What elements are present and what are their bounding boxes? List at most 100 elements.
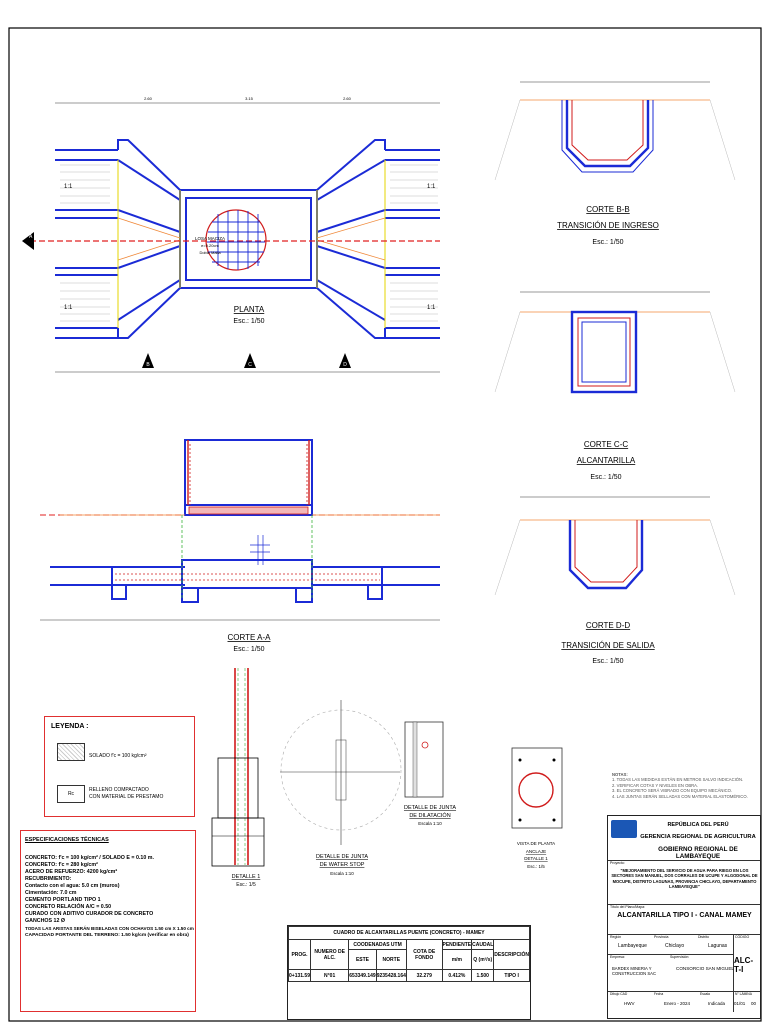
title-block: REPÚBLICA DEL PERÚ GERENCIA REGIONAL DE … [607,815,761,1019]
spec-line: CEMENTO PORTLAND TIPO 1 [25,897,101,903]
spec-line: RECUBRIMIENTO: [25,876,72,882]
svg-text:D: D [343,362,347,368]
region-value: Lambayeque [618,943,647,949]
section-dd-subtitle: TRANSICIÓN DE SALIDA [561,641,655,650]
solado-swatch [57,743,85,761]
specs-box: ESPECIFICACIONES TÉCNICAS CONCRETO: f'c … [20,830,196,1012]
col-caudal: CAUDAL [471,939,495,950]
anchor-plan-subtitle: ANCLAJE [526,849,546,854]
water-stop-subtitle: DE WATER STOP [320,862,365,868]
republica-label: REPÚBLICA DEL PERÚ [667,822,729,828]
losa-maciza-label: LOSA MACIZA [195,236,225,241]
supervisor-value: CONSORCIO SAN MIGUEL [676,966,734,971]
escala-label: Escala [700,992,710,996]
section-cc-subtitle: ALCANTARILLA [577,456,636,465]
codigo-value: ALC-T-I [734,956,754,974]
unit-pendiente: m/m [441,949,473,970]
table-cell: N°01 [309,969,350,982]
spec-line: Contacto con el agua: 5.0 cm (muros) [25,883,120,889]
spec-line: CAPACIDAD PORTANTE DEL TERRENO: 1.50 kg/… [25,933,189,938]
lamina-label: N° LÁMINA [735,992,752,996]
detail-1-title: DETALLE 1 [232,874,261,880]
provincia-label: Provincia [654,935,669,939]
proyecto-text: "MEJORAMIENTO DEL SERVICIO DE AGUA PARA … [611,868,758,889]
slope-label: 1:1 [427,184,436,190]
spec-line: ACERO DE REFUERZO: 4200 kg/cm² [25,869,118,875]
water-stop-title: DETALLE DE JUNTA [316,854,368,860]
solado-label: SOLADO f'c = 100 kg/cm² [89,753,147,759]
section-marker-c: C [244,353,256,368]
col-numero: NUMERO DE ALC. [309,939,350,970]
relleno-label-2: CON MATERIAL DE PRESTAMO [89,794,164,800]
proyecto-label: Proyecto: [610,861,625,865]
section-aa: CORTE A-A Esc.: 1/50 [40,439,440,653]
legend-title: LEYENDA : [51,723,89,730]
doble-malla-label: Doble Malla [199,250,221,255]
slope-label: 1:1 [64,305,73,311]
svg-text:A: A [29,234,33,240]
water-stop-detail: DETALLE DE JUNTA DE WATER STOP Escala 1:… [280,700,402,876]
section-cc-title: CORTE C-C [584,440,629,449]
water-stop-scale: Escala 1:10 [330,871,354,876]
plan-dim-left: 2.60 [144,96,153,101]
section-cc: CORTE C-C ALCANTARILLA Esc.: 1/50 [494,291,736,481]
region-label: Región [610,935,622,939]
plan-dim-mid: 3.15 [245,96,254,101]
codigo-label: CÓDIGO [735,935,750,939]
section-aa-title: CORTE A-A [228,633,272,642]
distrito-value: Lagunas [708,943,728,949]
anchor-plan-detail: VISTA DE PLANTA ANCLAJE DETALLE 1 Esc.: … [511,747,563,869]
notes-box: NOTAS: 1. TODAS LAS MEDIDAS ESTÁN EN MET… [612,772,762,810]
spec-line: GANCHOS 12 Ø [25,918,66,924]
plan-view: 2.60 3.15 2.60 [22,96,440,373]
plan-title: PLANTA [234,305,265,314]
section-marker-a: A [22,232,34,250]
anchor-plan-sub2: DETALLE 1 [524,856,548,861]
relleno-swatch: Rc [57,785,85,803]
supervisor-label: Supervisión: [670,955,690,959]
detail-1: DETALLE 1 Esc.: 1/5 [211,668,265,888]
provincia-value: Chiclayo [665,943,685,949]
col-norte: NORTE [375,949,407,970]
plano-title: ALCANTARILLA TIPO I - CANAL MAMEY [617,912,752,919]
spec-line: CONCRETO: f'c = 280 kg/cm² [25,862,98,868]
plano-label: Título del Plano/Mapa: [610,905,646,909]
col-prog: PROG. [288,939,311,970]
distrito-label: Distrito [698,935,709,939]
note-line: 2. VERIFICAR COTAS Y NIVELES EN OBRA. [612,782,699,788]
section-bb-scale: Esc.: 1/50 [592,239,623,246]
plan-dim-right: 2.60 [343,96,352,101]
gobierno-label: GOBIERNO REGIONAL DE LAMBAYEQUE [658,846,738,860]
rev-value: 00 [751,1001,757,1006]
gerencia-label: GERENCIA REGIONAL DE AGRICULTURA [640,834,756,840]
anchor-plan-title: VISTA DE PLANTA [517,841,555,846]
fecha-label: Fecha [654,992,664,996]
svg-text:B: B [146,362,150,368]
table-cell: 32.279 [405,969,443,982]
spec-line: CONCRETO RELACIÓN A/C = 0.50 [25,904,112,910]
table-cell: 1.500 [471,969,495,982]
relleno-label: RELLENO COMPACTADO [89,787,149,793]
anchor-plan-scale: Esc.: 1/5 [527,864,545,869]
fecha-value: Enero - 2024 [664,1001,691,1006]
table-cell: 9235428.164 [375,969,407,982]
empresa-value: BARDEX MINERIA Y CONSTRUCCION SAC [612,966,656,976]
escala-value: Indicada [708,1001,726,1006]
section-dd: CORTE D-D TRANSICIÓN DE SALIDA Esc.: 1/5… [494,496,736,665]
note-line: 1. TODAS LAS MEDIDAS ESTÁN EN METROS SAL… [612,777,744,783]
section-bb-title: CORTE B-B [586,205,629,214]
detail-1-scale: Esc.: 1/5 [236,882,256,888]
section-dd-title: CORTE D-D [586,621,631,630]
section-cc-scale: Esc.: 1/50 [590,474,621,481]
table-cell: 0+131.59 [288,969,311,982]
col-utm-group: COODENADAS UTM [348,939,407,950]
slope-label: 1:1 [427,305,436,311]
lamina-value: 01/01 [734,1001,746,1006]
relleno-code: Rc [67,791,75,797]
section-marker-d: D [339,353,351,368]
section-aa-scale: Esc.: 1/50 [233,646,264,653]
spec-line: Cimentación: 7.0 cm [25,890,77,896]
notes-title: NOTAS: [612,772,628,777]
specs-title: ESPECIFICACIONES TÉCNICAS [25,837,109,843]
